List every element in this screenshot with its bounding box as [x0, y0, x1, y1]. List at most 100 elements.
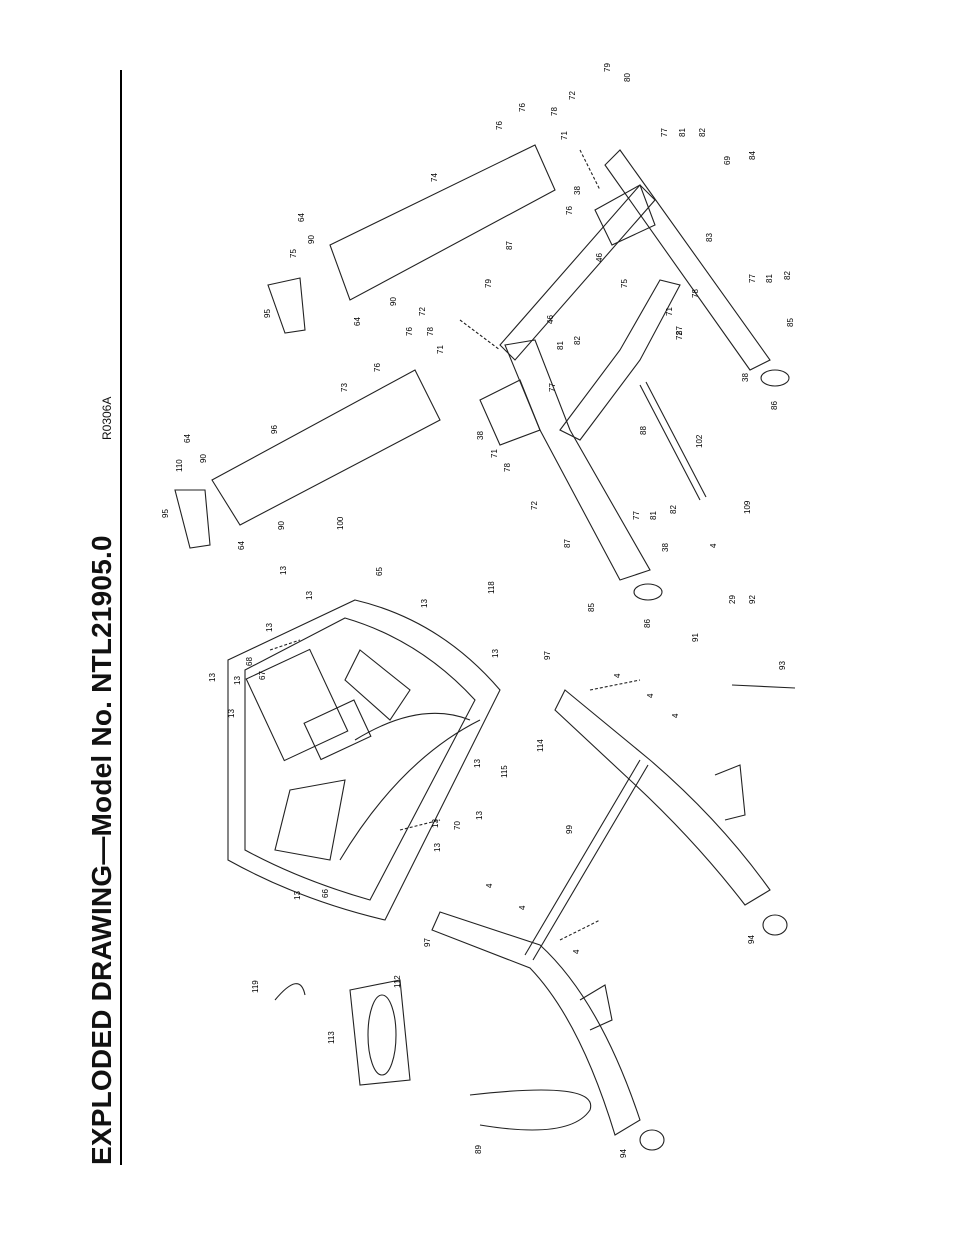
part-label: 4: [518, 905, 527, 910]
part-label: 13: [265, 623, 274, 632]
part-label: 75: [620, 279, 629, 288]
part-label: 71: [436, 345, 445, 354]
part-label: 90: [389, 297, 398, 306]
part-label: 96: [270, 425, 279, 434]
part-label: 46: [546, 315, 555, 324]
part-label: 13: [475, 811, 484, 820]
part-label: 71: [560, 131, 569, 140]
base-frame: [479, 149, 771, 581]
part-label: 13: [293, 891, 302, 900]
part-label: 77: [660, 128, 669, 137]
part-label: 90: [277, 521, 286, 530]
part-label: 90: [199, 454, 208, 463]
part-label: 85: [786, 318, 795, 327]
part-label: 87: [563, 539, 572, 548]
part-label: 95: [263, 309, 272, 318]
part-label: 112: [393, 975, 402, 988]
part-label: 110: [175, 459, 184, 472]
part-label: 4: [709, 543, 718, 548]
part-label: 92: [748, 595, 757, 604]
part-label: 38: [476, 431, 485, 440]
part-label: 86: [643, 619, 652, 628]
part-label: 72: [418, 307, 427, 316]
part-label: 13: [227, 709, 236, 718]
part-label: 78: [550, 107, 559, 116]
part-label: 13: [233, 676, 242, 685]
part-label: 87: [505, 241, 514, 250]
part-label: 109: [743, 500, 752, 514]
part-label: 72: [675, 331, 684, 340]
part-label: 81: [649, 511, 658, 520]
part-label: 77: [748, 274, 757, 283]
part-label: 64: [183, 434, 192, 443]
part-label: 95: [161, 509, 170, 518]
part-label: 13: [305, 591, 314, 600]
part-label: 76: [373, 363, 382, 372]
part-label: 89: [474, 1145, 483, 1154]
part-label: 64: [353, 317, 362, 326]
part-labels: 79 80 76 76 72 78 71 77 81 82 69 84 74 3…: [161, 63, 795, 1158]
incline-shock: [639, 384, 701, 501]
part-label: 93: [778, 661, 787, 670]
handrails: [211, 144, 556, 526]
part-label: 72: [530, 501, 539, 510]
part-label: 70: [453, 821, 462, 830]
crossbar: [524, 759, 641, 956]
part-label: 94: [747, 935, 756, 944]
part-label: 78: [426, 327, 435, 336]
part-label: 66: [321, 889, 330, 898]
right-upright: [554, 689, 771, 906]
pulse-grip-upper: [267, 277, 306, 334]
part-label: 4: [671, 713, 680, 718]
part-label: 4: [485, 883, 494, 888]
part-label: 81: [765, 274, 774, 283]
part-label: 38: [741, 373, 750, 382]
part-label: 76: [495, 121, 504, 130]
part-label: 114: [536, 739, 545, 752]
part-label: 64: [237, 541, 246, 550]
part-label: 94: [619, 1149, 628, 1158]
part-label: 79: [603, 63, 612, 72]
part-label: 100: [336, 516, 345, 530]
part-label: 72: [568, 91, 577, 100]
part-label: 84: [748, 151, 757, 160]
part-label: 97: [423, 938, 432, 947]
part-label: 68: [245, 657, 254, 666]
pulse-grip-lower: [174, 489, 211, 549]
key-lanyard: [731, 684, 796, 689]
part-label: 65: [375, 567, 384, 576]
part-label: 81: [556, 341, 565, 350]
part-label: 97: [543, 651, 552, 660]
part-label: 13: [420, 599, 429, 608]
part-label: 86: [770, 401, 779, 410]
part-label: 85: [587, 603, 596, 612]
part-label: 78: [691, 289, 700, 298]
part-label: 76: [405, 327, 414, 336]
part-label: 73: [340, 383, 349, 392]
cable-119: [274, 983, 306, 1001]
wire-harness: [469, 1089, 592, 1131]
part-label: 4: [572, 949, 581, 954]
part-label: 13: [208, 673, 217, 682]
part-label: 4: [613, 673, 622, 678]
part-label: 71: [665, 307, 674, 316]
part-label: 13: [433, 843, 442, 852]
part-label: 79: [484, 279, 493, 288]
part-label: 29: [728, 595, 737, 604]
part-label: 99: [565, 825, 574, 834]
part-label: 13: [279, 566, 288, 575]
part-label: 71: [490, 449, 499, 458]
upright-foot-left: [639, 1129, 665, 1151]
part-label: 13: [473, 759, 482, 768]
part-label: 13: [491, 649, 500, 658]
fan-grille-assembly: [349, 979, 411, 1086]
title-rule: [120, 70, 122, 1165]
part-label: 46: [595, 253, 604, 262]
part-label: 4: [646, 693, 655, 698]
part-label: 67: [258, 671, 267, 680]
part-label: 82: [783, 271, 792, 280]
part-label: 119: [251, 980, 260, 993]
part-label: 38: [573, 186, 582, 195]
part-label: 82: [573, 336, 582, 345]
